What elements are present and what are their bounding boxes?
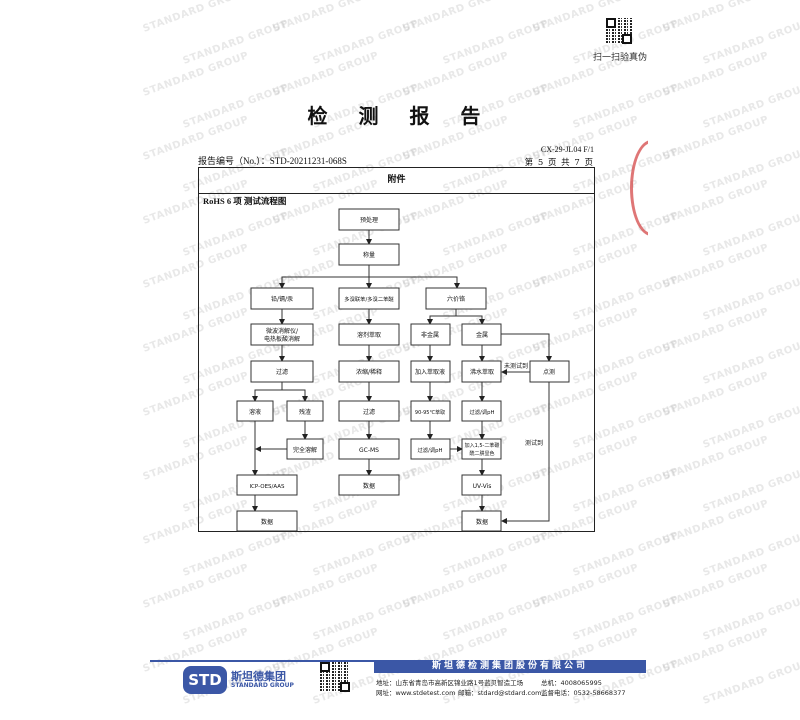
node-cr6: 六价铬	[425, 287, 487, 310]
website-link[interactable]: 网址：www.stdetest.com	[376, 689, 456, 697]
node-spot-test: 点测	[529, 360, 570, 383]
node-extract-9095: 90-95℃萃取	[410, 400, 451, 422]
svg-text:90-95℃萃取: 90-95℃萃取	[415, 409, 445, 416]
node-data-cr6: 数据	[461, 510, 502, 532]
svg-text:称量: 称量	[363, 251, 375, 259]
svg-text:UV-Vis: UV-Vis	[473, 483, 492, 490]
node-solvent-extract: 溶剂萃取	[338, 323, 400, 346]
node-gcms: GC-MS	[338, 438, 400, 460]
svg-text:ICP-OES/AAS: ICP-OES/AAS	[249, 484, 285, 490]
node-metal: 金属	[461, 323, 502, 346]
svg-text:金属: 金属	[476, 331, 488, 339]
node-concentrate: 浓缩/稀释	[338, 360, 400, 383]
svg-text:点测: 点测	[543, 368, 555, 376]
svg-text:数据: 数据	[363, 482, 375, 490]
svg-text:数据: 数据	[476, 518, 488, 526]
svg-text:电热板酸消解: 电热板酸消解	[264, 335, 300, 343]
svg-text:过滤: 过滤	[276, 368, 288, 376]
node-dissolve: 完全溶解	[286, 438, 324, 460]
label-not-detected: 未测试到	[504, 362, 528, 370]
verification-qr-code[interactable]	[606, 18, 632, 44]
node-add-extract: 加入萃取液	[410, 360, 451, 383]
svg-text:溶剂萃取: 溶剂萃取	[357, 331, 381, 339]
svg-text:残渣: 残渣	[299, 408, 311, 416]
footer-qr-code[interactable]	[320, 662, 350, 692]
node-filter2: 过滤	[338, 400, 400, 422]
node-data-icp: 数据	[236, 510, 298, 532]
node-pbb-pbde: 多溴联苯/多溴二苯醚	[338, 287, 400, 310]
page-title: 检 测 报 告	[307, 104, 493, 128]
company-name: 斯坦德检测集团股份有限公司	[374, 660, 646, 673]
node-filter-ph1: 过滤/调pH	[461, 400, 502, 422]
node-pretreat: 预处理	[338, 208, 400, 231]
node-uvvis: UV-Vis	[461, 474, 502, 496]
std-logo: STD	[183, 666, 227, 694]
form-code: CX-29-JL04 F/1	[540, 145, 594, 154]
annex-frame: 附件 RoHS 6 项 测试流程图	[198, 167, 595, 532]
node-filter-ph2: 过滤/调pH	[410, 438, 451, 460]
node-solution: 溶液	[236, 400, 274, 422]
svg-text:过滤/调pH: 过滤/调pH	[417, 446, 442, 454]
svg-text:铅/镉/汞: 铅/镉/汞	[271, 295, 293, 303]
page-info: 第 5 页 共 7 页	[524, 158, 594, 168]
supervise-phone: 监督电话：0532-58668377	[541, 689, 626, 697]
svg-text:沸水萃取: 沸水萃取	[470, 368, 494, 376]
svg-text:酰二肼显色: 酰二肼显色	[469, 450, 494, 457]
svg-text:完全溶解: 完全溶解	[293, 446, 317, 454]
node-digest: 微波消解仪/电热板酸消解	[250, 323, 314, 346]
label-detected: 测试到	[525, 439, 543, 447]
node-filter1: 过滤	[250, 360, 314, 383]
annex-header: 附件	[199, 168, 594, 194]
node-boil-extract: 沸水萃取	[461, 360, 502, 383]
node-icp: ICP-OES/AAS	[236, 474, 298, 496]
svg-text:多溴联苯/多溴二苯醚: 多溴联苯/多溴二苯醚	[344, 295, 394, 303]
logo-cn: 斯坦德集团	[231, 670, 286, 683]
svg-text:加入萃取液: 加入萃取液	[415, 368, 445, 376]
svg-text:非金属: 非金属	[421, 331, 439, 339]
flowchart-title: RoHS 6 项 测试流程图	[203, 196, 287, 206]
hotline: 总机：4008065995	[541, 679, 602, 687]
connectors	[252, 230, 552, 524]
svg-text:加入1,5-二苯碳: 加入1,5-二苯碳	[465, 442, 500, 449]
svg-text:预处理: 预处理	[360, 216, 378, 224]
node-weigh: 称量	[338, 243, 400, 266]
svg-text:数据: 数据	[261, 518, 273, 526]
report-number: 报告编号（No.）：STD-20211231-068S	[198, 156, 347, 166]
svg-text:六价铬: 六价铬	[447, 295, 465, 303]
verify-label: 扫一扫验真伪	[593, 53, 648, 63]
node-pb-cd-hg: 铅/镉/汞	[250, 287, 314, 310]
node-nonmetal: 非金属	[410, 323, 451, 346]
svg-text:溶液: 溶液	[249, 408, 261, 416]
node-data-gc: 数据	[338, 474, 400, 496]
svg-text:微波消解仪/: 微波消解仪/	[266, 327, 299, 335]
email-link[interactable]: 邮箱：stdard@stdard.com	[458, 689, 542, 697]
logo-en: STANDARD GROUP	[231, 682, 294, 689]
node-residue: 残渣	[286, 400, 324, 422]
svg-text:GC-MS: GC-MS	[359, 447, 379, 454]
svg-text:浓缩/稀释: 浓缩/稀释	[356, 368, 382, 376]
svg-text:过滤: 过滤	[363, 408, 375, 416]
address: 地址：山东省青岛市高新区锦业路1号蓝贝智造工场	[376, 679, 524, 687]
svg-text:过滤/调pH: 过滤/调pH	[469, 408, 494, 416]
